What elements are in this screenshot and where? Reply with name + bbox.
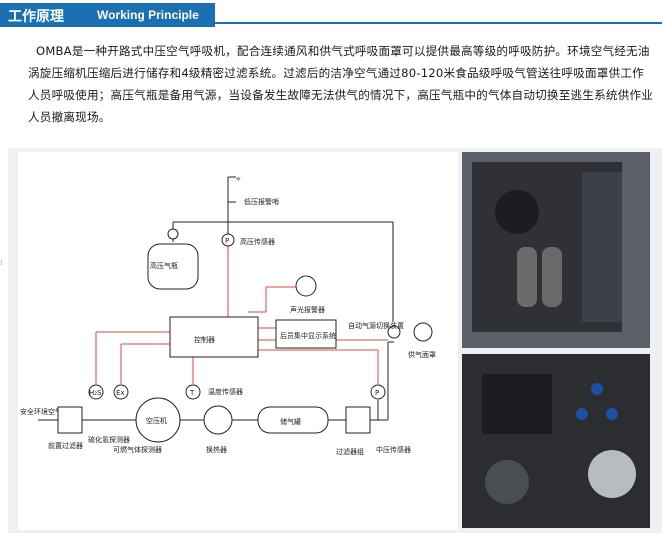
h2s-sensor-label: 硫化氢探测器	[88, 435, 130, 444]
section-title-zh: 工作原理	[8, 9, 64, 25]
high-pressure-sensor-label: 高压传感器	[240, 237, 275, 246]
equipment-photo-top-art	[462, 152, 650, 348]
equipment-photo-top	[462, 152, 650, 348]
ex-sensor-tag: Ex	[116, 389, 125, 397]
sound-light-alarm-label: 声光报警器	[290, 305, 325, 314]
h2s-sensor-tag: H₂S	[89, 389, 102, 397]
compressor-label: 空压机	[146, 416, 167, 425]
intro-paragraph: OMBA是一种开路式中压空气呼吸机，配合连续通风和供气式呼吸面罩可以提供最高等级…	[28, 44, 654, 124]
mask-icon	[413, 322, 433, 342]
section-title-en: Working Principle	[97, 8, 199, 22]
high-pressure-cylinder-shape	[147, 243, 199, 290]
heat-exchanger-shape	[203, 405, 233, 435]
filter-group-shape	[345, 406, 371, 434]
temperature-sensor-label: 温度传感器	[208, 387, 243, 396]
section-header: 工作原理 Working Principle	[0, 0, 662, 30]
medium-pressure-label: 中压传感器	[376, 445, 411, 454]
equipment-photo-bottom	[462, 354, 650, 528]
supply-mask-label: 供气面罩	[408, 350, 436, 359]
pre-filter-shape	[57, 406, 83, 434]
header-bar	[0, 3, 215, 27]
header-rule	[215, 22, 662, 24]
compressor-shape	[135, 397, 181, 443]
storage-tank-shape	[257, 406, 329, 434]
low-pressure-alarm-label: 低压报警哨	[244, 197, 279, 206]
svg-text:⟡: ⟡	[236, 175, 241, 183]
page-edge-mark: ⁞	[0, 258, 3, 267]
alarm-icon	[295, 275, 317, 297]
heat-exchanger-label: 换热器	[206, 445, 227, 454]
medium-pressure-tag: P	[375, 389, 379, 397]
auto-switch-label: 自动气源切换装置	[348, 321, 404, 330]
ambient-air-label: 安全环境空气	[20, 407, 62, 416]
control-box-label: 控制器	[194, 335, 215, 344]
temperature-sensor-tag: T	[189, 389, 195, 397]
pre-filter-label: 前置过滤器	[48, 441, 83, 450]
schematic-svg: 高压气瓶 ⟡ 低压报警哨 P 高压传感器 声光报警器 控制器 后员集中显示系统 …	[20, 175, 436, 456]
filter-group-label: 过滤器组	[336, 447, 364, 456]
schematic-diagram: 高压气瓶 ⟡ 低压报警哨 P 高压传感器 声光报警器 控制器 后员集中显示系统 …	[18, 152, 458, 530]
equipment-photo-bottom-art	[462, 354, 650, 528]
ex-sensor-label: 可燃气体探测器	[113, 445, 162, 454]
remote-display-label: 后员集中显示系统	[280, 331, 336, 340]
svg-text:P: P	[225, 237, 229, 245]
storage-tank-label: 储气罐	[280, 417, 301, 426]
control-box-shape	[169, 316, 259, 358]
remote-display-shape	[275, 319, 337, 349]
high-pressure-cylinder-label: 高压气瓶	[150, 261, 178, 270]
